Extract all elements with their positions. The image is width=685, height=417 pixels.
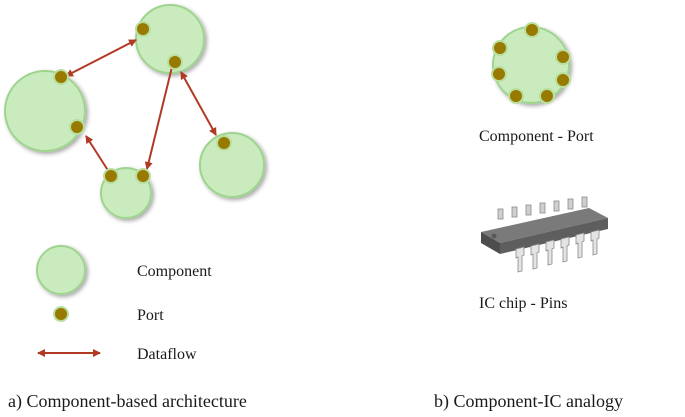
- legend-dataflow-label: Dataflow: [137, 346, 197, 363]
- port: [135, 168, 151, 184]
- port: [555, 49, 571, 65]
- ic-chip-front-pins: [515, 229, 600, 273]
- port: [492, 40, 508, 56]
- component-right: [199, 132, 265, 198]
- port: [167, 54, 183, 70]
- component-left: [4, 70, 86, 152]
- legend-port-label: Port: [137, 307, 164, 324]
- port: [539, 88, 555, 104]
- component-with-ports: [492, 26, 570, 104]
- ic-chip-front-face: [481, 232, 500, 254]
- caption-right: b) Component-IC analogy: [434, 391, 623, 412]
- caption-left: a) Component-based architecture: [8, 391, 247, 412]
- dataflow-arrow-top-bottom: [144, 66, 173, 170]
- dataflow-arrow-bottom-left: [85, 135, 110, 173]
- port: [508, 88, 524, 104]
- ic-chip-back-pins: [497, 196, 588, 220]
- port: [216, 135, 232, 151]
- port: [135, 21, 151, 37]
- port: [524, 22, 540, 38]
- legend-component-label: Component: [137, 263, 212, 280]
- legend-port-swatch: [53, 306, 69, 322]
- legend-component-swatch: [36, 245, 86, 295]
- port: [53, 69, 69, 85]
- architecture-diagram: [4, 4, 265, 219]
- component-port-label: Component - Port: [479, 128, 594, 145]
- port: [555, 72, 571, 88]
- ic-chip-top-face: [481, 208, 608, 243]
- component-port-illustration: [491, 22, 571, 104]
- dataflow-arrow-top-right: [180, 71, 217, 136]
- port: [103, 168, 119, 184]
- ic-chip-side-face: [500, 218, 608, 254]
- ic-chip-label: IC chip - Pins: [479, 295, 567, 312]
- port: [491, 66, 507, 82]
- port: [69, 119, 85, 135]
- ic-chip-notch: [491, 233, 497, 239]
- legend: Component Port Dataflow: [36, 245, 212, 363]
- ic-chip-icon: [481, 196, 608, 273]
- dataflow-arrow-left-top: [65, 39, 137, 77]
